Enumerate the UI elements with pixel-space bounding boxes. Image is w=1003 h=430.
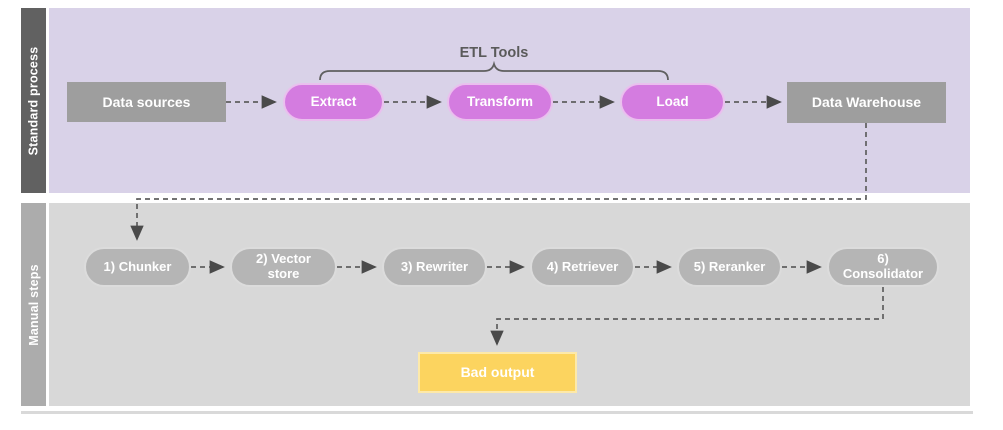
node-consolidator: 6) Consolidator (827, 247, 939, 287)
node-rewriter: 3) Rewriter (382, 247, 487, 287)
node-data-warehouse: Data Warehouse (787, 82, 946, 123)
node-transform: Transform (447, 83, 553, 121)
node-vector-store: 2) Vector store (230, 247, 337, 287)
node-extract: Extract (283, 83, 384, 121)
node-chunker: 1) Chunker (84, 247, 191, 287)
node-data-sources: Data sources (67, 82, 226, 122)
node-bad-output: Bad output (418, 352, 577, 393)
lane-label-standard-process: Standard process (21, 8, 46, 193)
etl-tools-label: ETL Tools (459, 45, 529, 61)
node-retriever: 4) Retriever (530, 247, 635, 287)
lane-label-standard-process-text: Standard process (26, 46, 41, 155)
lane-label-manual-steps-text: Manual steps (26, 263, 41, 346)
node-load: Load (620, 83, 725, 121)
bottom-divider (21, 411, 973, 414)
node-reranker: 5) Reranker (677, 247, 782, 287)
lane-label-manual-steps: Manual steps (21, 203, 46, 406)
